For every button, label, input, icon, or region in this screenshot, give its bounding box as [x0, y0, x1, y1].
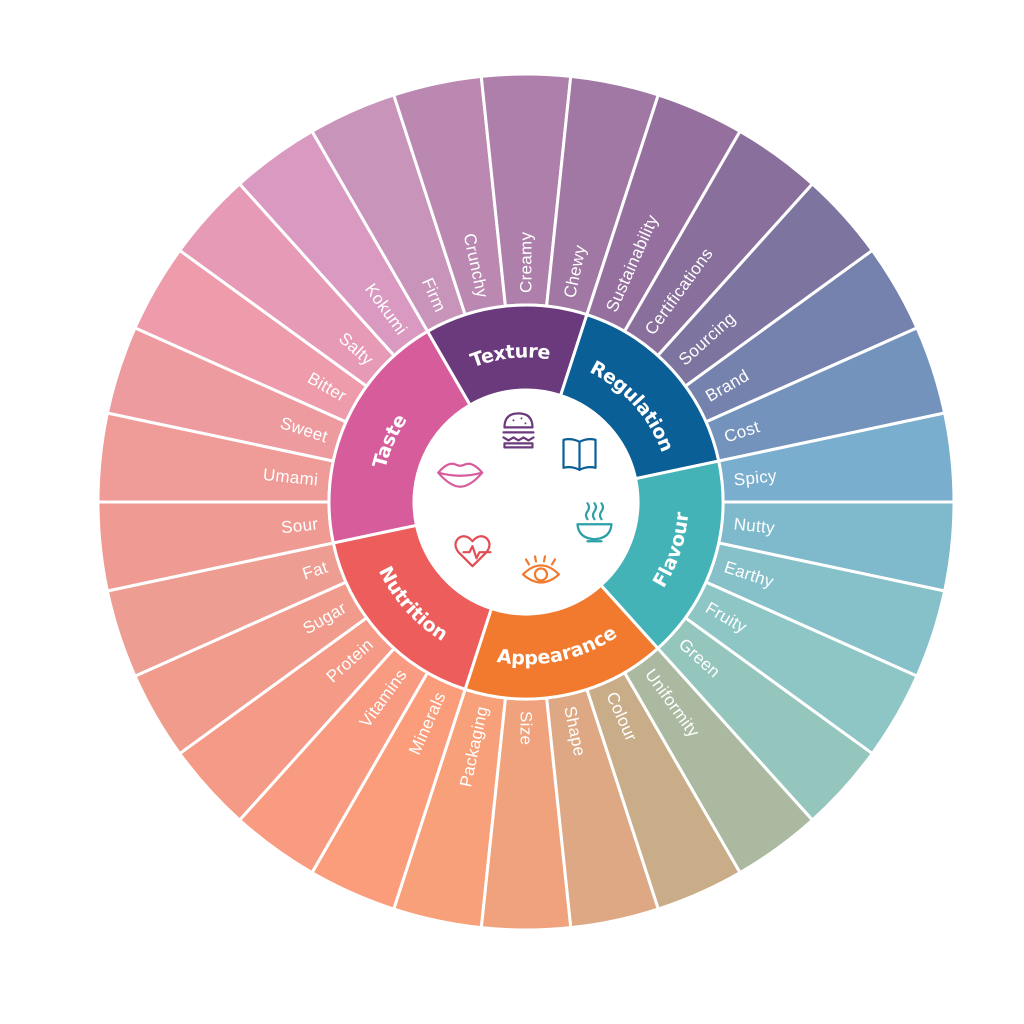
attribute-label-sour: Sour	[280, 514, 319, 537]
category-ring: TextureRegulationFlavourAppearanceNutrit…	[327, 303, 725, 701]
open-book-icon	[562, 438, 597, 471]
category-segment-taste	[327, 329, 473, 545]
steaming-bowl-icon	[576, 502, 613, 543]
attribute-label-nutty: Nutty	[733, 514, 776, 537]
eye-icon	[521, 555, 561, 584]
attribute-label-size: Size	[517, 711, 536, 745]
center-disc	[415, 391, 637, 613]
burger-icon	[502, 412, 535, 449]
center-icons	[437, 412, 613, 584]
attribute-label-spicy: Spicy	[733, 466, 778, 489]
heart-pulse-icon	[454, 535, 492, 568]
attribute-label-creamy: Creamy	[517, 231, 536, 293]
lips-icon	[437, 462, 484, 488]
